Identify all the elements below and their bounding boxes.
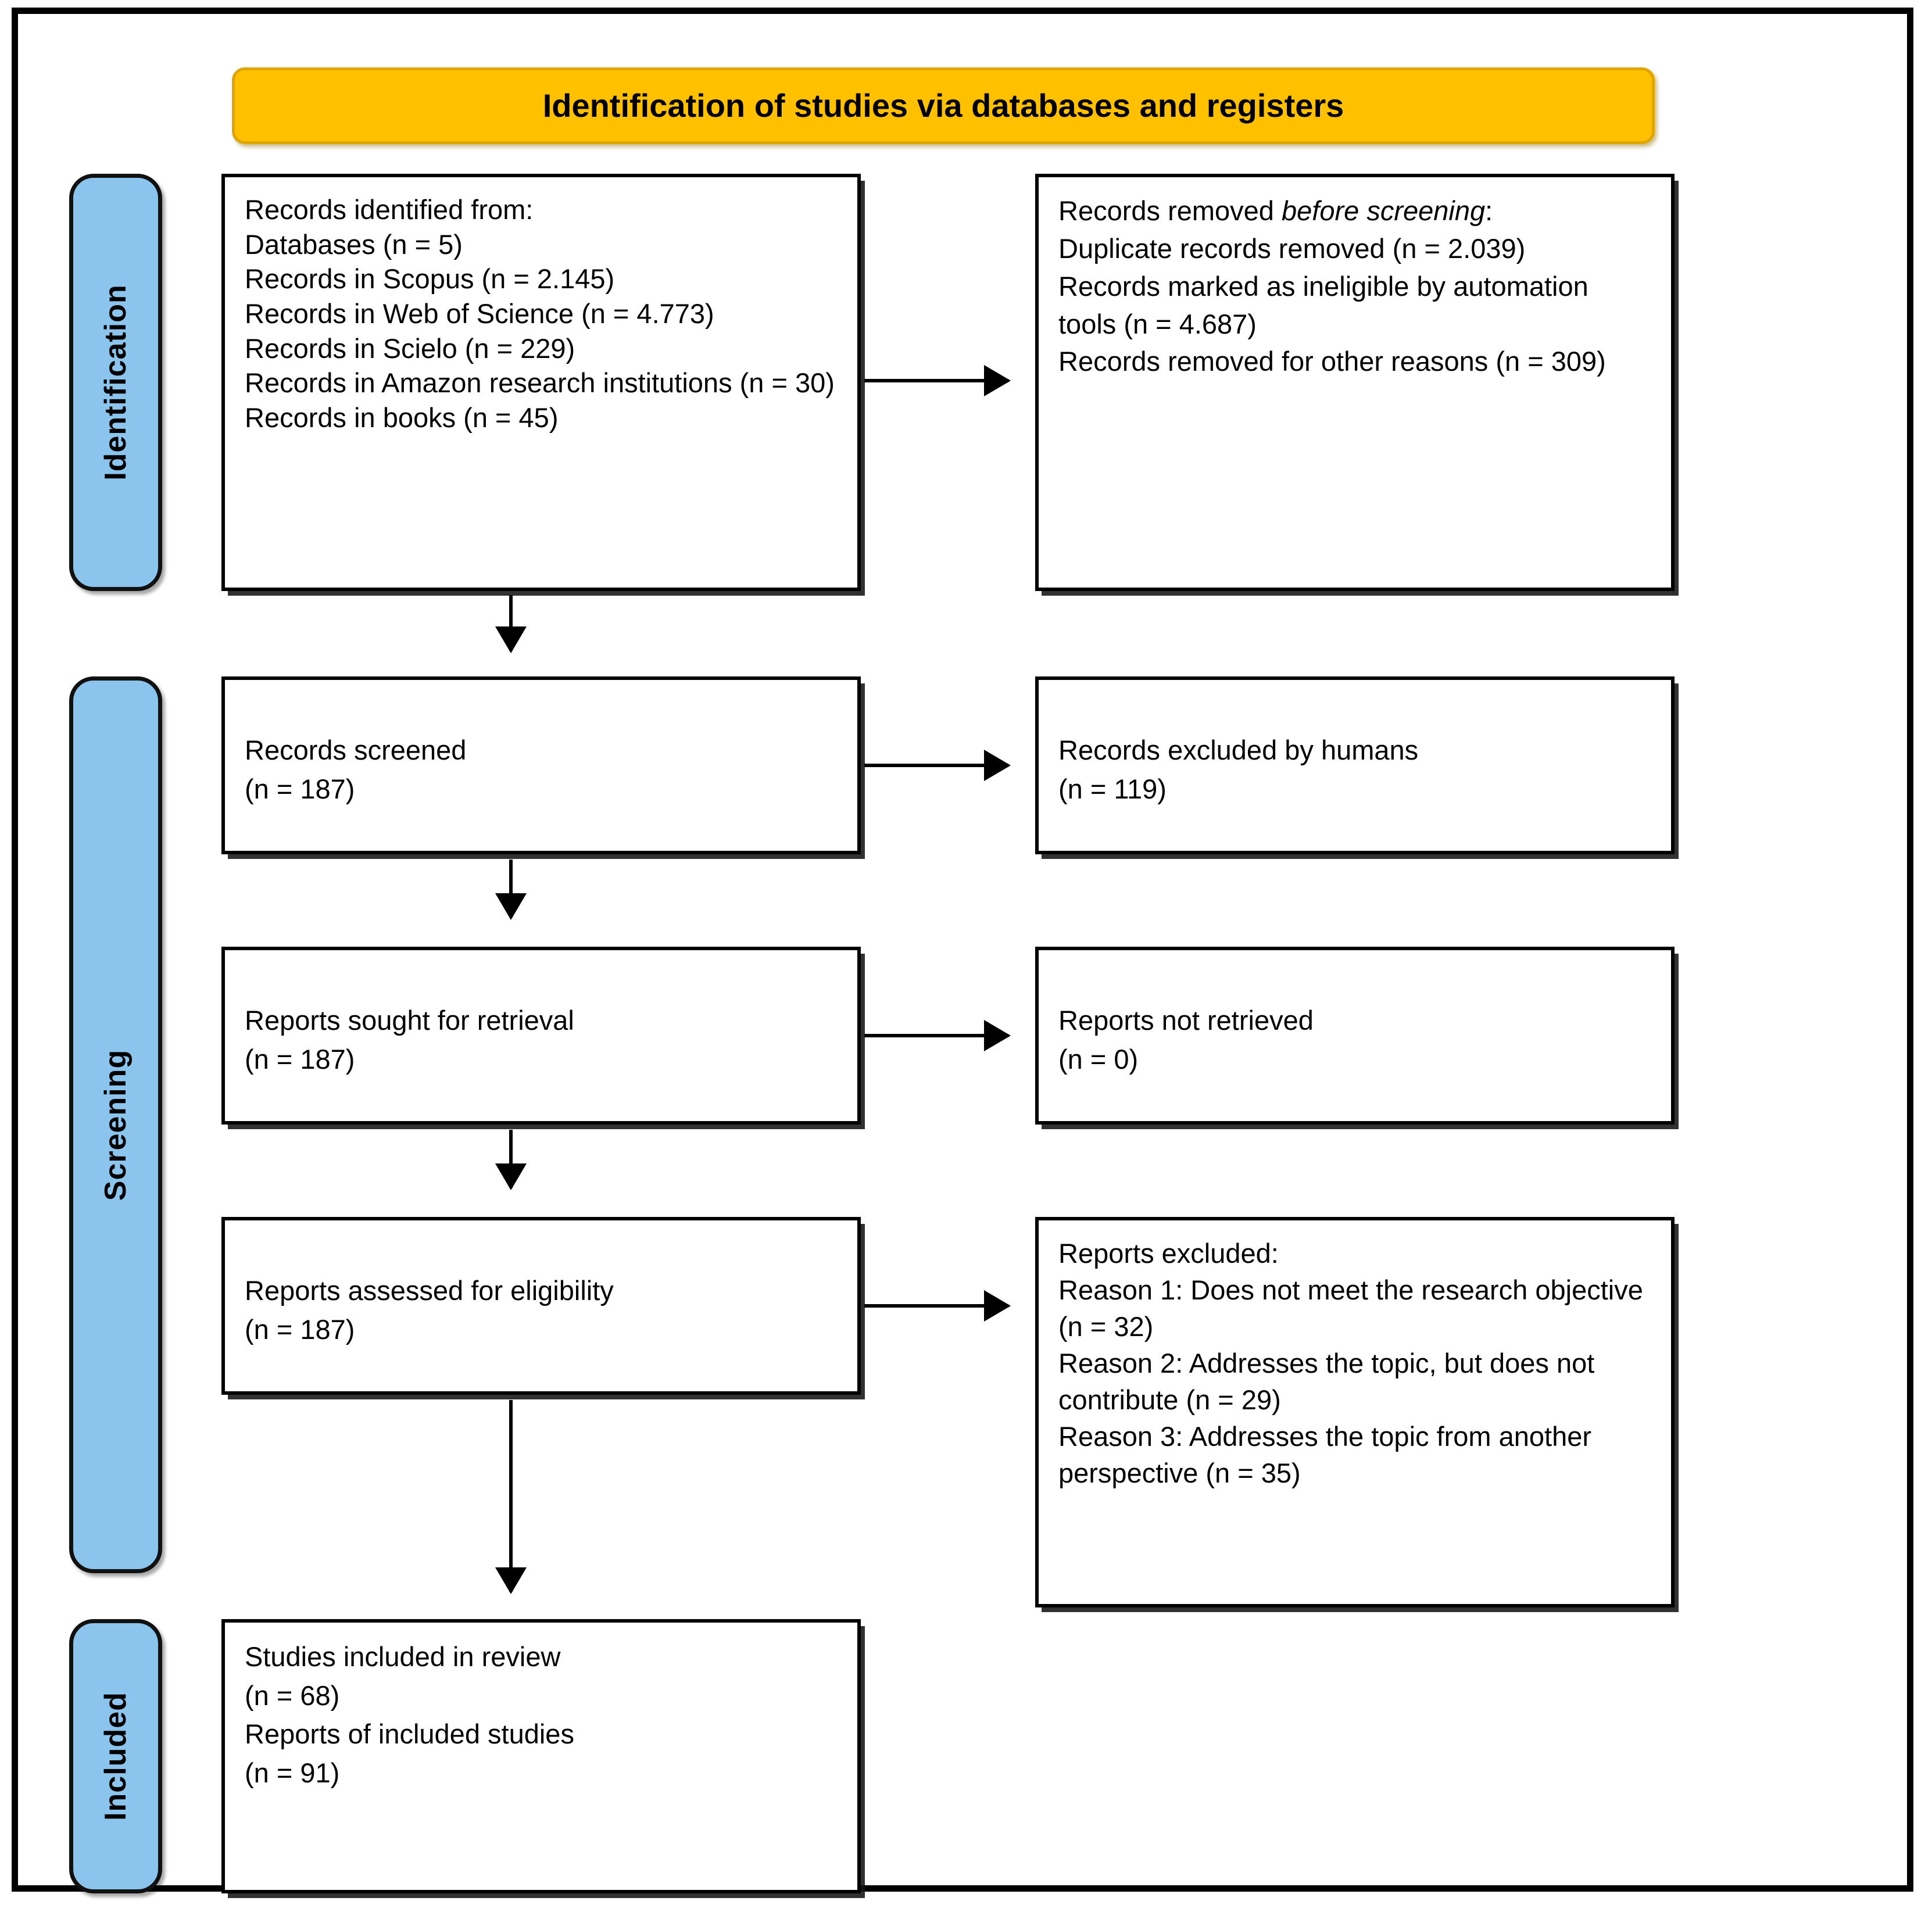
arrow-sought-to-not-retrieved xyxy=(864,1020,1011,1051)
arrow-assessed-to-included xyxy=(495,1400,527,1594)
removed-heading-plain: Records removed xyxy=(1058,195,1282,226)
box-reports-assessed-text: Reports assessed for eligibility (n = 18… xyxy=(245,1275,614,1345)
stage-label-included: Included xyxy=(99,1692,133,1821)
stage-bar-identification: Identification xyxy=(69,174,162,591)
stage-label-identification: Identification xyxy=(99,284,133,481)
box-reports-not-retrieved-text: Reports not retrieved (n = 0) xyxy=(1058,1005,1314,1075)
box-studies-included-in-review: Studies included in review (n = 68) Repo… xyxy=(221,1619,861,1893)
box-reports-excluded: Reports excluded: Reason 1: Does not mee… xyxy=(1035,1217,1675,1607)
box-studies-included-text: Studies included in review (n = 68) Repo… xyxy=(245,1641,574,1789)
removed-heading-suffix: : xyxy=(1485,195,1493,226)
arrow-identified-to-screened xyxy=(495,595,527,653)
box-records-removed-before-screening: Records removed before screening: Duplic… xyxy=(1035,174,1675,591)
box-reports-not-retrieved: Reports not retrieved (n = 0) xyxy=(1035,947,1675,1125)
section-banner-identification: Identification of studies via databases … xyxy=(232,67,1655,144)
arrow-screened-to-excluded-humans xyxy=(864,750,1011,781)
arrow-assessed-to-excluded xyxy=(864,1290,1011,1322)
arrow-identified-to-removed xyxy=(864,365,1011,396)
box-reports-assessed-for-eligibility: Reports assessed for eligibility (n = 18… xyxy=(221,1217,861,1395)
box-records-removed-heading: Records removed before screening: xyxy=(1058,192,1651,230)
box-records-identified-text: Records identified from: Databases (n = … xyxy=(245,194,835,434)
box-reports-sought-for-retrieval: Reports sought for retrieval (n = 187) xyxy=(221,947,861,1125)
box-records-identified: Records identified from: Databases (n = … xyxy=(221,174,861,591)
box-records-screened: Records screened (n = 187) xyxy=(221,676,861,854)
stage-bar-included: Included xyxy=(69,1619,162,1893)
box-records-excluded-by-humans: Records excluded by humans (n = 119) xyxy=(1035,676,1675,854)
diagram-frame: Identification of studies via databases … xyxy=(12,8,1913,1893)
box-records-screened-text: Records screened (n = 187) xyxy=(245,735,467,804)
arrow-screened-to-sought xyxy=(495,860,527,920)
stage-label-screening: Screening xyxy=(99,1049,133,1201)
stage-bar-screening: Screening xyxy=(69,676,162,1573)
removed-heading-italic: before screening xyxy=(1282,195,1486,226)
box-records-removed-text: Duplicate records removed (n = 2.039) Re… xyxy=(1058,232,1606,377)
box-reports-excluded-text: Reports excluded: Reason 1: Does not mee… xyxy=(1058,1238,1643,1488)
box-reports-sought-text: Reports sought for retrieval (n = 187) xyxy=(245,1005,574,1075)
box-records-excluded-humans-text: Records excluded by humans (n = 119) xyxy=(1058,735,1419,804)
banner-title: Identification of studies via databases … xyxy=(542,87,1344,124)
arrow-sought-to-assessed xyxy=(495,1130,527,1190)
